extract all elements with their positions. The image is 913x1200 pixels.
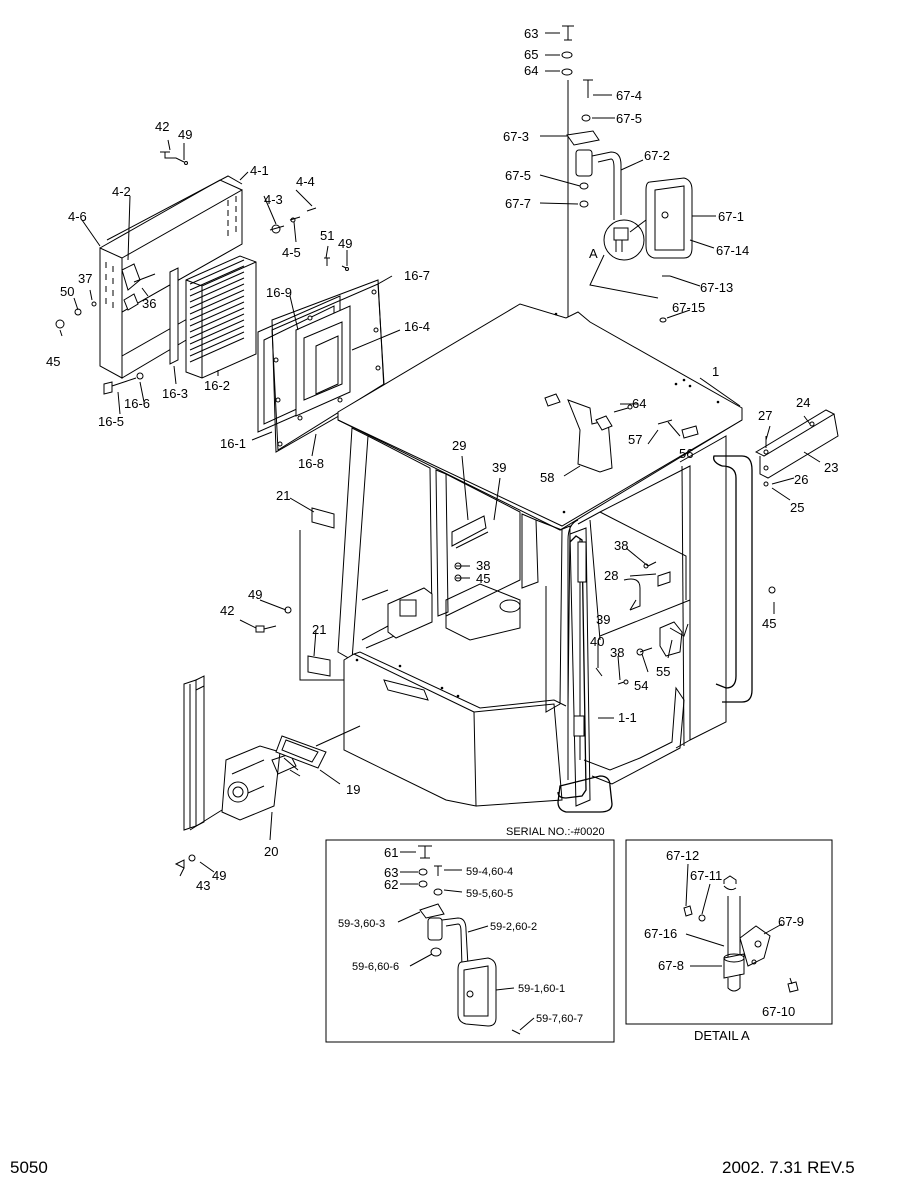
page-number: 5050: [10, 1158, 48, 1177]
inset-callout-61: 61: [384, 845, 398, 860]
callout-64: 64: [524, 63, 538, 78]
detail-callout-67-9: 67-9: [778, 914, 804, 929]
callout-40: 40: [590, 634, 604, 649]
callout-24: 24: [796, 395, 810, 410]
inset-detail-a: [625, 839, 833, 1025]
callout-45: 45: [46, 354, 60, 369]
callout-39-b: 39: [596, 612, 610, 627]
callout-16-3: 16-3: [162, 386, 188, 401]
callout-19: 19: [346, 782, 360, 797]
inset-serial-title: SERIAL NO.:-#0020: [506, 826, 605, 838]
callout-56: 56: [679, 446, 693, 461]
callout-49-d: 49: [212, 868, 226, 883]
callout-58: 58: [540, 470, 554, 485]
callout-25: 25: [790, 500, 804, 515]
callout-45-b: 45: [476, 571, 490, 586]
callout-21-b: 21: [312, 622, 326, 637]
callout-43: 43: [196, 878, 210, 893]
callout-67-7: 67-7: [505, 196, 531, 211]
callout-23: 23: [824, 460, 838, 475]
inset-callout-59-7: 59-7,60-7: [536, 1013, 583, 1025]
callout-16-9: 16-9: [266, 285, 292, 300]
callout-4-4: 4-4: [296, 174, 315, 189]
callout-49-b: 49: [338, 236, 352, 251]
callout-4-3: 4-3: [264, 192, 283, 207]
callout-63: 63: [524, 26, 538, 41]
callout-39: 39: [492, 460, 506, 475]
callout-50: 50: [60, 284, 74, 299]
detail-callout-67-16: 67-16: [644, 926, 677, 941]
callout-36: 36: [142, 296, 156, 311]
cab-body: [239, 303, 839, 813]
callout-4-1: 4-1: [250, 163, 269, 178]
inset-callout-59-5: 59-5,60-5: [466, 888, 513, 900]
callout-1: 1: [712, 364, 719, 379]
callout-67-2: 67-2: [644, 148, 670, 163]
inset-serial-box: [325, 839, 615, 1043]
detail-callout-67-8: 67-8: [658, 958, 684, 973]
callout-16-2: 16-2: [204, 378, 230, 393]
callout-54: 54: [634, 678, 648, 693]
callout-16-5: 16-5: [98, 414, 124, 429]
callout-labels: 63 65 64 67-4 67-3 67-5 67-2 67-5 67-7 6…: [46, 26, 838, 1043]
callout-28: 28: [604, 568, 618, 583]
callout-27: 27: [758, 408, 772, 423]
callout-49-c: 49: [248, 587, 262, 602]
callout-67-1: 67-1: [718, 209, 744, 224]
callout-38-b: 38: [614, 538, 628, 553]
callout-42: 42: [155, 119, 169, 134]
inset-callout-59-1: 59-1,60-1: [518, 983, 565, 995]
detail-a-title: DETAIL A: [694, 1028, 750, 1043]
callout-29: 29: [452, 438, 466, 453]
callout-16-6: 16-6: [124, 396, 150, 411]
inset-callout-63: 63: [384, 865, 398, 880]
callout-4-6: 4-6: [68, 209, 87, 224]
callout-38: 38: [476, 558, 490, 573]
callout-16-1: 16-1: [220, 436, 246, 451]
inset-callout-59-2: 59-2,60-2: [490, 921, 537, 933]
callout-64-b: 64: [632, 396, 646, 411]
callout-38-c: 38: [610, 645, 624, 660]
mirror-assembly: [539, 25, 716, 515]
callout-45-c: 45: [762, 616, 776, 631]
callout-26: 26: [794, 472, 808, 487]
callout-42-b: 42: [220, 603, 234, 618]
callout-65: 65: [524, 47, 538, 62]
callout-67-5: 67-5: [616, 111, 642, 126]
air-filter-group: [55, 139, 401, 457]
callout-67-5-lower: 67-5: [505, 168, 531, 183]
callout-1-1: 1-1: [618, 710, 637, 725]
inset-callout-59-4: 59-4,60-4: [466, 866, 513, 878]
callout-37: 37: [78, 271, 92, 286]
callout-67-15: 67-15: [672, 300, 705, 315]
callout-67-14: 67-14: [716, 243, 749, 258]
detail-callout-67-11: 67-11: [690, 868, 722, 883]
callout-16-8: 16-8: [298, 456, 324, 471]
callout-67-13: 67-13: [700, 280, 733, 295]
callout-4-2: 4-2: [112, 184, 131, 199]
detail-a-marker: A: [589, 246, 598, 261]
detail-callout-67-12: 67-12: [666, 848, 699, 863]
callout-4-5: 4-5: [282, 245, 301, 260]
callout-20: 20: [264, 844, 278, 859]
inset-callout-59-3: 59-3,60-3: [338, 918, 385, 930]
revision-date: 2002. 7.31 REV.5: [722, 1158, 855, 1177]
callout-57: 57: [628, 432, 642, 447]
callout-67-3: 67-3: [503, 129, 529, 144]
inset-callout-62: 62: [384, 877, 398, 892]
detail-callout-67-10: 67-10: [762, 1004, 795, 1019]
callout-67-4: 67-4: [616, 88, 642, 103]
callout-49: 49: [178, 127, 192, 142]
callout-55: 55: [656, 664, 670, 679]
callout-16-7: 16-7: [404, 268, 430, 283]
bracket-group: [174, 675, 361, 877]
inset-callout-59-6: 59-6,60-6: [352, 961, 399, 973]
callout-51: 51: [320, 228, 334, 243]
callout-16-4: 16-4: [404, 319, 430, 334]
callout-21: 21: [276, 488, 290, 503]
